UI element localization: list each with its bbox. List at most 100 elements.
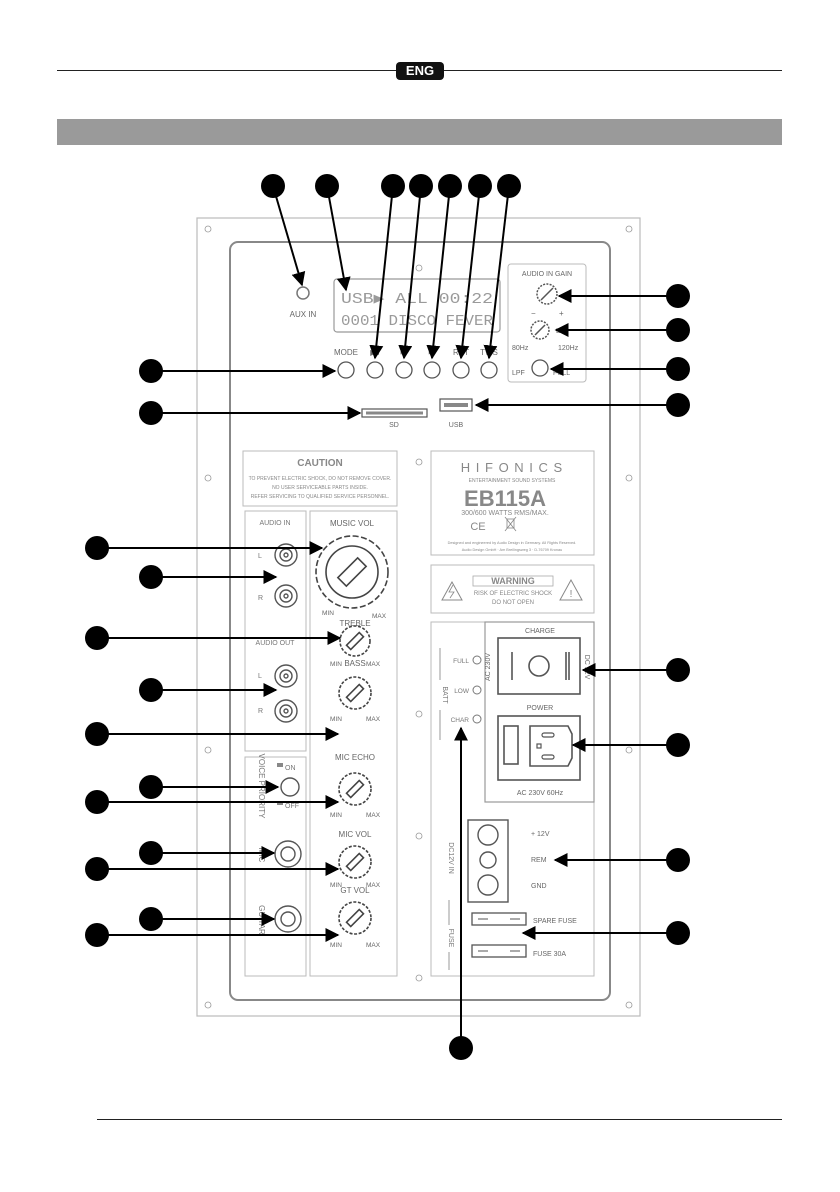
lpf-full-switch[interactable] — [531, 359, 549, 377]
audio-out-l-jack[interactable] — [274, 664, 298, 688]
bass-min: MIN — [330, 716, 342, 723]
charge-ac-label: AC 230V — [485, 653, 492, 681]
audio-out-r-jack[interactable] — [274, 699, 298, 723]
main-fuse-label: FUSE 30A — [533, 951, 566, 958]
mic-vol-knob[interactable] — [338, 845, 372, 879]
gt-vol-knob[interactable] — [338, 901, 372, 935]
gain-knob[interactable] — [536, 283, 558, 305]
batt-full-label: FULL — [453, 658, 469, 665]
audio-in-l-jack[interactable] — [274, 543, 298, 567]
brand-name: H I F O N I C S — [461, 460, 563, 475]
music-vol-min: MIN — [322, 610, 334, 617]
audio-out-label: AUDIO OUT — [256, 640, 296, 647]
weee-icon — [504, 516, 517, 532]
batt-low-led — [472, 685, 482, 695]
treble-label: TREBLE — [339, 619, 370, 628]
prev-button[interactable] — [395, 361, 413, 379]
audio-out-l-label: L — [258, 673, 262, 680]
gain-box — [507, 263, 587, 383]
lcd-display — [333, 278, 501, 333]
dc12v-rem-label: REM — [531, 857, 547, 864]
mic-echo-max: MAX — [366, 812, 381, 819]
callout-arrows — [97, 185, 678, 1048]
bass-label: BASS — [344, 659, 365, 668]
mode-button[interactable] — [337, 361, 355, 379]
batt-charge-label: CHAR — [451, 717, 470, 724]
audio-io-box — [244, 510, 307, 752]
fuse-label: FUSE — [447, 929, 454, 948]
section-bar — [57, 119, 782, 145]
guitar-label: GUITAR — [257, 905, 266, 935]
mic-guitar-box — [244, 756, 307, 977]
mic-echo-knob[interactable] — [338, 772, 372, 806]
voice-priority-on: ON — [285, 765, 296, 772]
warning-line-2: DO NOT OPEN — [492, 600, 534, 606]
voice-priority-off: OFF — [285, 803, 299, 810]
treble-max: MAX — [366, 661, 381, 668]
svg-text:!: ! — [570, 589, 573, 600]
brand-box — [430, 450, 595, 556]
dc12v-rem-terminal[interactable] — [479, 851, 497, 869]
mic-vol-label: MIC VOL — [339, 830, 372, 839]
dc12v-plus-label: + 12V — [531, 831, 550, 838]
tws-button[interactable] — [480, 361, 498, 379]
voice-priority-switch[interactable] — [280, 777, 300, 797]
batt-charge-led — [472, 714, 482, 724]
lpf-80hz: 80Hz — [512, 345, 529, 352]
charge-switch[interactable] — [497, 637, 581, 695]
batt-label: BATT — [441, 686, 448, 704]
usb-label: USB — [449, 422, 464, 429]
language-badge: ENG — [396, 62, 444, 80]
mic-vol-max: MAX — [366, 882, 381, 889]
warning-line-1: RISK OF ELECTRIC SHOCK — [474, 591, 552, 597]
spare-fuse-label: SPARE FUSE — [533, 918, 577, 925]
mic-label: MIC — [257, 848, 266, 863]
batt-full-led — [472, 655, 482, 665]
power-switch[interactable] — [503, 725, 519, 765]
dc12v-gnd-label: GND — [531, 883, 547, 890]
mic-jack[interactable] — [274, 840, 302, 868]
dc12v-label: DC12V IN — [447, 842, 454, 874]
dc12v-terminal-block — [467, 819, 509, 903]
music-vol-knob[interactable] — [315, 535, 389, 609]
caution-line-3: REFER SERVICING TO QUALIFIED SERVICE PER… — [251, 494, 390, 500]
dc12v-gnd-terminal[interactable] — [477, 874, 499, 896]
screws — [204, 225, 633, 1009]
main-fuse[interactable] — [471, 944, 527, 958]
footer-rule — [97, 1119, 782, 1120]
audio-in-r-jack[interactable] — [274, 584, 298, 608]
guitar-jack[interactable] — [274, 905, 302, 933]
treble-min: MIN — [330, 661, 342, 668]
rpt-button[interactable] — [452, 361, 470, 379]
outer-plate — [196, 217, 641, 1017]
aux-in-jack[interactable] — [296, 286, 310, 300]
play-pause-button[interactable] — [366, 361, 384, 379]
audio-in-label: AUDIO IN — [259, 520, 290, 527]
brand-footnote-2: Audio Design GmbH · Am Breilingsweg 3 · … — [462, 548, 562, 552]
caution-line-1: TO PREVENT ELECTRIC SHOCK, DO NOT REMOVE… — [249, 476, 392, 482]
caution-line-2: NO USER SERVICEABLE PARTS INSIDE. — [272, 485, 368, 491]
charge-dc-label: DC 12V — [583, 655, 590, 680]
caution-box — [242, 450, 398, 507]
spare-fuse[interactable] — [471, 912, 527, 926]
treble-knob[interactable] — [339, 625, 371, 657]
lpf-knob[interactable] — [530, 320, 550, 340]
brand-model: EB115A — [464, 486, 546, 511]
charge-title: CHARGE — [525, 628, 555, 635]
warning-triangle-right-icon — [559, 578, 583, 601]
lcd-line-1: USB▶ ALL 00:22 — [341, 291, 493, 308]
music-vol-max: MAX — [372, 613, 387, 620]
gt-vol-min: MIN — [330, 942, 342, 949]
warning-triangle-left-icon — [441, 580, 463, 601]
bass-knob[interactable] — [338, 676, 372, 710]
bass-max: MAX — [366, 716, 381, 723]
callout-dots — [85, 174, 690, 1060]
lcd-line-2: 0001 DISCO FEVER — [341, 313, 493, 330]
brand-subtitle: ENTERTAINMENT SOUND SYSTEMS — [469, 478, 556, 484]
next-button[interactable] — [423, 361, 441, 379]
brand-footnote-1: Designed and engineered by Audio Design … — [448, 541, 577, 545]
dc12v-plus-terminal[interactable] — [477, 824, 499, 846]
ce-mark: CE — [470, 521, 485, 533]
mic-echo-label: MIC ECHO — [335, 753, 375, 762]
